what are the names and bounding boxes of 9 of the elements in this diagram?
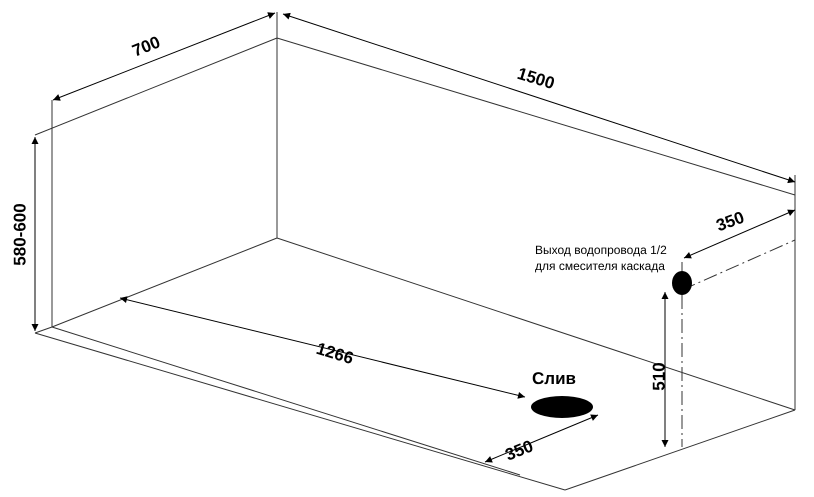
dimension-value: 580-600 (12, 203, 29, 266)
dimension-value: Слив (532, 370, 576, 387)
dimension-value: 1266 (314, 340, 356, 368)
dimension-value: 510 (650, 362, 668, 391)
dimension-value: 350 (714, 208, 746, 234)
dimension-value: 700 (130, 33, 163, 60)
dimension-value: 1500 (515, 64, 556, 92)
annotation-text: Выход водопровода 1/2 для смесителя каскада (535, 242, 668, 274)
dimension-value: 350 (502, 437, 536, 464)
